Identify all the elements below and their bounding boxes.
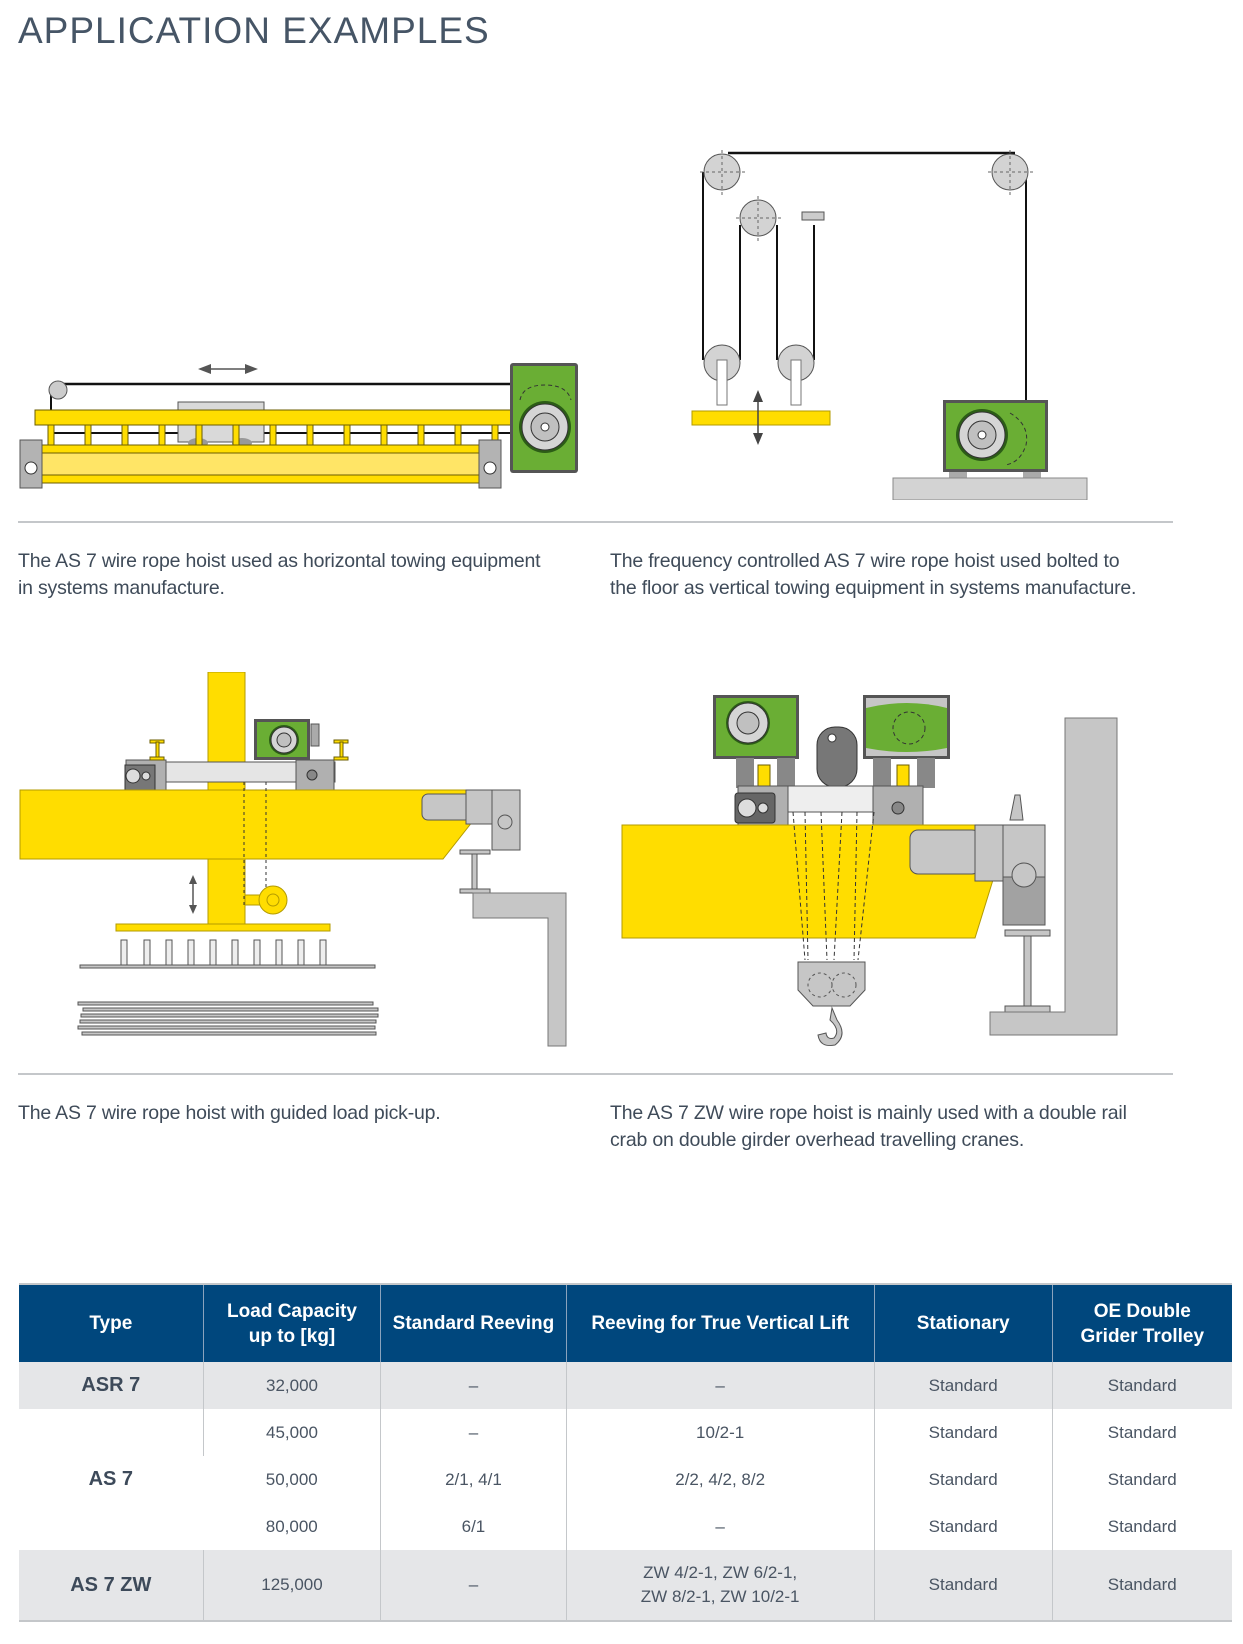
oe-trolley-cell: Standard — [1051, 1362, 1232, 1409]
vertical-arrow-icon — [753, 390, 763, 445]
stationary-cell: Standard — [873, 1456, 1053, 1503]
stationary-cell: Standard — [873, 1503, 1053, 1550]
oe-trolley-cell: Standard — [1051, 1503, 1232, 1550]
guided-load-pickup-diagram — [19, 672, 567, 1047]
horizontal-towing-diagram — [19, 363, 578, 489]
column-header-true-vertical-lift: Reeving for True Vertical Lift — [565, 1283, 875, 1362]
column-header-stationary: Stationary — [873, 1283, 1053, 1362]
pulley — [48, 380, 68, 400]
standard-reeving-cell: 6/1 — [380, 1503, 567, 1550]
true-vertical-cell: 10/2-1 — [565, 1409, 875, 1456]
stationary-cell: Standard — [873, 1409, 1053, 1456]
standard-reeving-cell: – — [380, 1550, 567, 1622]
true-vertical-cell: – — [565, 1362, 875, 1409]
capacity-cell: 50,000 — [265, 1469, 318, 1489]
table-row: AS 7 45,000 – 10/2-1 Standard Standard — [19, 1409, 1232, 1490]
top-rail — [34, 409, 516, 426]
section-divider — [18, 1073, 1173, 1075]
vertical-arrow-icon — [189, 875, 197, 914]
oe-trolley-cell: Standard — [1051, 1456, 1232, 1503]
wire-rope-hoist-icon — [713, 695, 799, 759]
wire-rope-hoist-icon — [863, 695, 950, 759]
table-row: ASR 7 32,000 – – Standard Standard — [19, 1362, 1232, 1409]
page-title: APPLICATION EXAMPLES — [18, 10, 490, 51]
standard-reeving-cell: – — [380, 1362, 567, 1409]
table-row: AS 7 ZW 125,000 – ZW 4/2-1, ZW 6/2-1, ZW… — [19, 1550, 1232, 1622]
column-header-type: Type — [19, 1283, 204, 1362]
wire-rope-hoist-icon — [943, 400, 1048, 479]
caption-guided-load-pickup: The AS 7 wire rope hoist with guided loa… — [18, 1102, 441, 1124]
section-divider — [18, 521, 1173, 523]
wire-rope-hoist-icon — [510, 363, 578, 473]
capacity-cell: 32,000 — [202, 1362, 381, 1409]
capacity-cell: 45,000 — [202, 1409, 381, 1456]
vertical-towing-diagram — [691, 150, 1088, 500]
caption-vertical-towing: The frequency controlled AS 7 wire rope … — [610, 550, 1137, 599]
capacity-cell: 125,000 — [202, 1550, 381, 1622]
girder — [19, 789, 481, 860]
true-vertical-cell: – — [565, 1503, 875, 1550]
load-platform — [691, 410, 831, 426]
horizontal-arrow-icon — [198, 364, 258, 374]
sheet-stack — [77, 1001, 379, 1036]
caption-horizontal-towing: The AS 7 wire rope hoist used as horizon… — [18, 550, 541, 599]
table-row: 50,000 2/1, 4/1 2/2, 4/2, 8/2 Standard S… — [19, 1456, 1232, 1503]
double-rail-crab-diagram — [621, 695, 1118, 1046]
true-vertical-cell: 2/2, 4/2, 8/2 — [565, 1456, 875, 1503]
pulley — [703, 153, 1029, 382]
floor-base — [892, 477, 1088, 500]
column-header-standard-reeving: Standard Reeving — [380, 1283, 567, 1362]
caption-double-rail-crab: The AS 7 ZW wire rope hoist is mainly us… — [610, 1102, 1127, 1151]
hook-icon — [817, 1006, 843, 1046]
stationary-cell: Standard — [873, 1550, 1053, 1622]
oe-trolley-cell: Standard — [1051, 1550, 1232, 1622]
type-cell: ASR 7 — [19, 1362, 204, 1409]
type-cell: AS 7 — [88, 1468, 134, 1490]
oe-trolley-cell: Standard — [1051, 1409, 1232, 1456]
type-cell: AS 7 ZW — [19, 1550, 204, 1622]
true-vertical-cell: ZW 4/2-1, ZW 6/2-1, ZW 8/2-1, ZW 10/2-1 — [565, 1550, 875, 1622]
spreader-bar — [115, 923, 331, 932]
stationary-cell: Standard — [873, 1362, 1053, 1409]
table-row: 80,000 6/1 – Standard Standard — [19, 1503, 1232, 1550]
standard-reeving-cell: 2/1, 4/1 — [380, 1456, 567, 1503]
standard-reeving-cell: – — [380, 1409, 567, 1456]
wire-rope-hoist-icon — [254, 719, 320, 760]
capacity-cell: 80,000 — [265, 1516, 318, 1536]
